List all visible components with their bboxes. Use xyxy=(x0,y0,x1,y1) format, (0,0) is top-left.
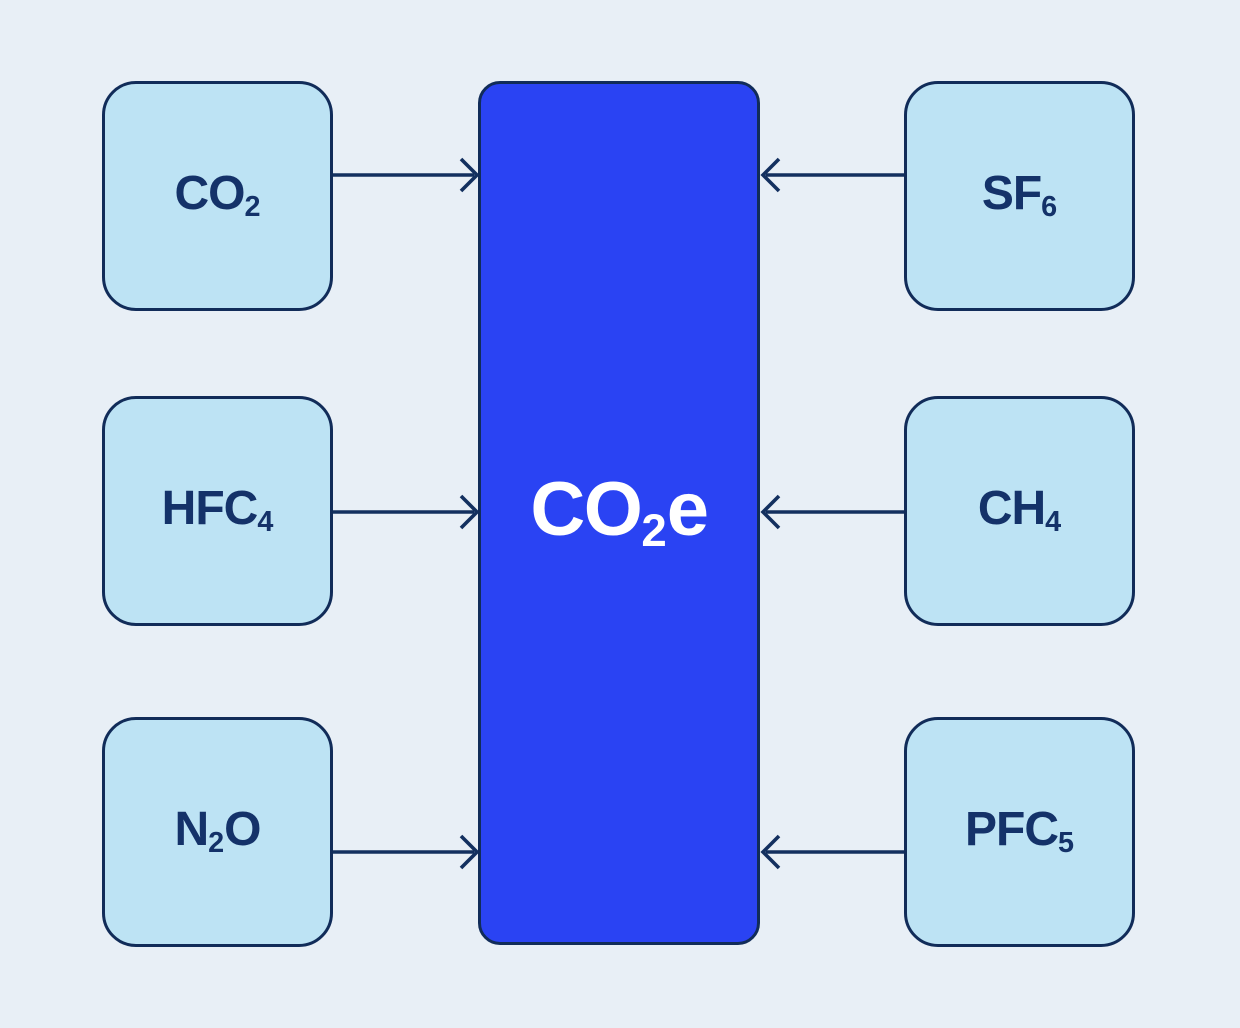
gas-label-hfc4: HFC4 xyxy=(161,482,274,539)
center-label-co2e: CO2e xyxy=(530,467,709,557)
gas-label-n2o: N2O xyxy=(174,803,261,860)
gas-box-n2o: N2O xyxy=(102,717,333,947)
gas-box-hfc4: HFC4 xyxy=(102,396,333,626)
gas-box-ch4: CH4 xyxy=(904,396,1135,626)
gas-label-pfc5: PFC5 xyxy=(964,803,1074,860)
gas-label-sf6: SF6 xyxy=(981,167,1058,224)
gas-box-co2: CO2 xyxy=(102,81,333,311)
arrow-co2-to-co2e xyxy=(333,157,480,193)
center-box-co2e: CO2e xyxy=(478,81,760,945)
gas-box-sf6: SF6 xyxy=(904,81,1135,311)
arrow-sf6-to-co2e xyxy=(760,157,906,193)
arrow-pfc5-to-co2e xyxy=(760,834,906,870)
arrow-n2o-to-co2e xyxy=(333,834,480,870)
gas-label-ch4: CH4 xyxy=(977,482,1062,539)
gas-box-pfc5: PFC5 xyxy=(904,717,1135,947)
arrow-hfc4-to-co2e xyxy=(333,494,480,530)
gas-label-co2: CO2 xyxy=(174,167,261,224)
arrow-ch4-to-co2e xyxy=(760,494,906,530)
